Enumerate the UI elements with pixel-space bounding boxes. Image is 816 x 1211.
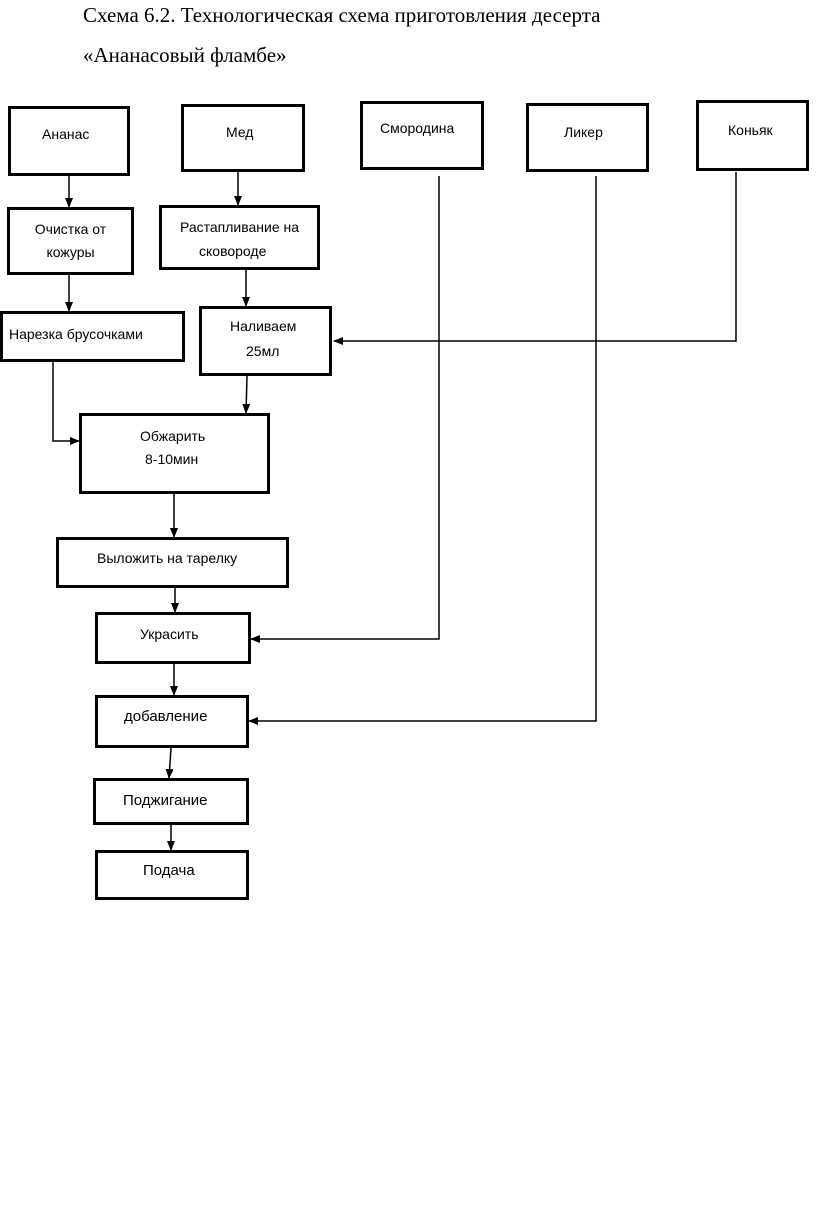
step-slice-box: Нарезка брусочками — [0, 311, 185, 362]
step-ignite-box: Поджигание — [93, 778, 249, 825]
arrow-pour-to-fry — [242, 375, 251, 414]
step-plate-box: Выложить на тарелку — [56, 537, 289, 588]
step-fry-label-line2: 8-10мин — [145, 451, 199, 467]
step-slice-label: Нарезка брусочками — [9, 326, 143, 342]
step-add-label: добавление — [124, 708, 208, 725]
step-peel-box: Очистка от кожуры — [7, 207, 134, 275]
step-melt-label-line1: Растапливание на — [179, 219, 300, 235]
ingredient-currant-box: Смородина — [360, 101, 484, 170]
ingredient-cognac-label: Коньяк — [728, 122, 773, 138]
arrow-currant-to-decorate — [250, 176, 440, 643]
step-serve-box: Подача — [95, 850, 249, 900]
document-title-line2: «Ананасовый фламбе» — [83, 43, 287, 67]
ingredient-currant-label: Смородина — [380, 120, 455, 136]
ingredient-pineapple-box: Ананас — [8, 106, 130, 176]
step-peel-label-line2: кожуры — [46, 244, 95, 260]
step-serve-label: Подача — [143, 862, 195, 879]
step-plate-label: Выложить на тарелку — [97, 550, 238, 566]
ingredient-liqueur-box: Ликер — [526, 103, 649, 172]
step-pour-label-line2: 25мл — [246, 343, 280, 359]
step-add-box: добавление — [95, 695, 249, 748]
step-ignite-label: Поджигание — [123, 792, 208, 809]
arrow-add-to-ignite — [165, 747, 174, 779]
document-title-line1: Схема 6.2. Технологическая схема пригото… — [83, 3, 601, 27]
arrow-slice-to-fry — [52, 362, 80, 445]
step-pour-box: Наливаем 25мл — [199, 306, 332, 376]
ingredient-honey-label: Мед — [226, 124, 254, 140]
step-fry-label-line1: Обжарить — [140, 428, 206, 444]
step-melt-label-line2: сковороде — [199, 243, 267, 259]
step-peel-label-line1: Очистка от — [34, 221, 107, 237]
ingredient-cognac-box: Коньяк — [696, 100, 809, 171]
step-decorate-label: Украсить — [140, 626, 199, 642]
ingredient-pineapple-label: Ананас — [42, 126, 90, 142]
ingredient-liqueur-label: Ликер — [564, 124, 603, 140]
step-melt-box: Растапливание на сковороде — [159, 205, 320, 270]
step-fry-box: Обжарить 8-10мин — [79, 413, 270, 494]
step-decorate-box: Украсить — [95, 612, 251, 664]
arrow-cognac-to-pour — [333, 172, 737, 345]
step-pour-label-line1: Наливаем — [230, 318, 297, 334]
ingredient-honey-box: Мед — [181, 104, 305, 172]
arrow-liqueur-to-add — [248, 176, 597, 725]
